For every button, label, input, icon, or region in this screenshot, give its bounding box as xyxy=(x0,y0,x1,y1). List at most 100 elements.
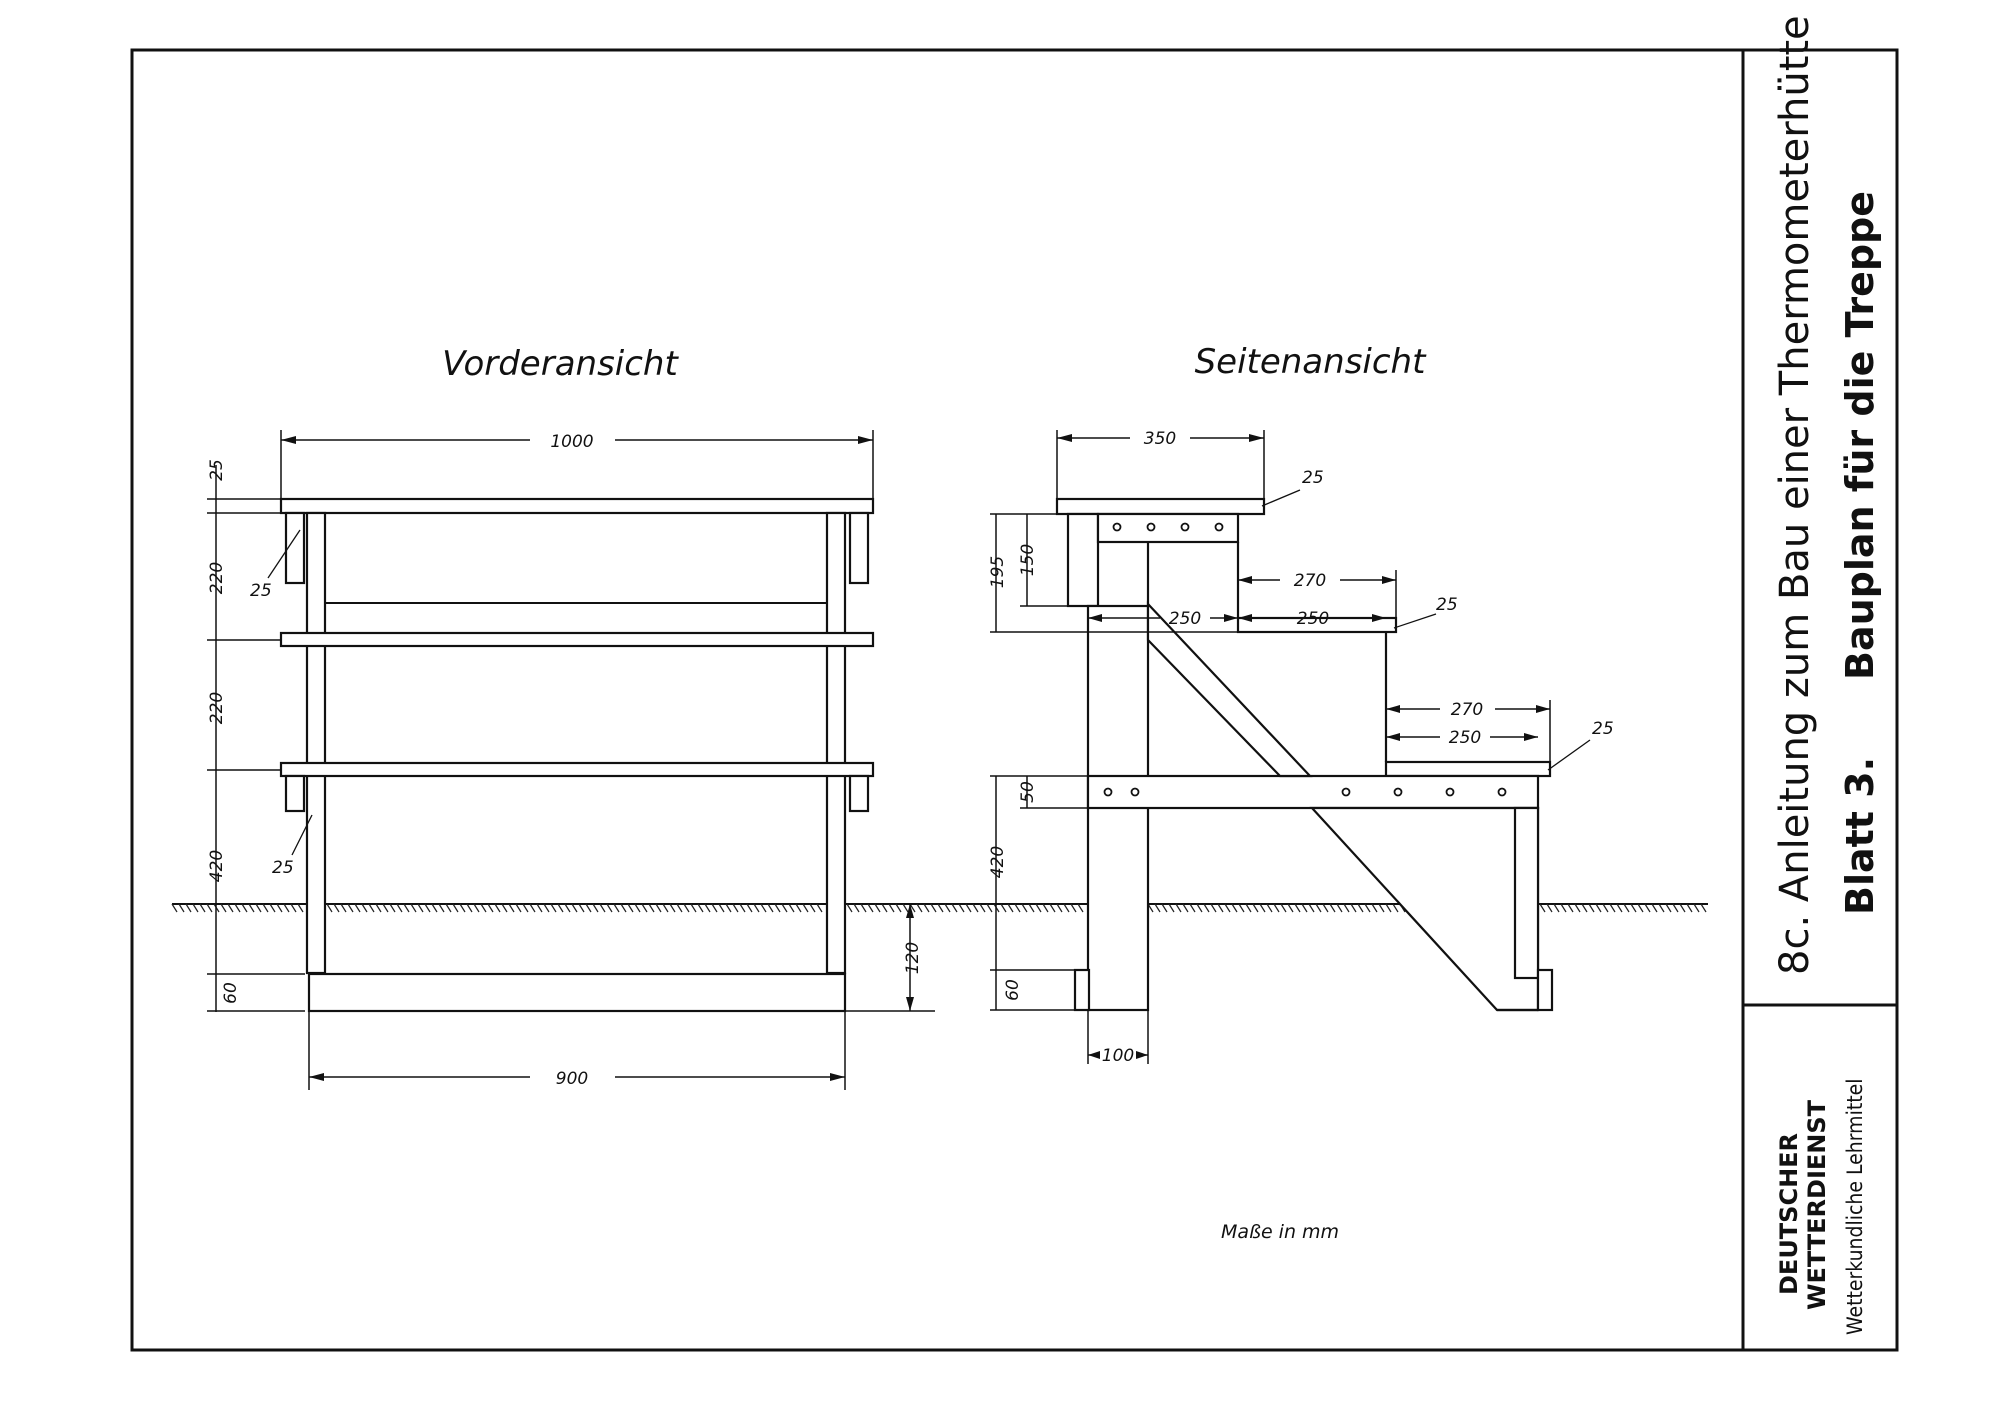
front-shelf-3 xyxy=(279,761,875,778)
dim-side-rise-420: 420 xyxy=(988,846,1008,878)
side-view-drawing xyxy=(1055,497,1554,1012)
ground-hatch-mark xyxy=(1189,903,1196,913)
ground-hatch-mark xyxy=(725,903,732,913)
ground-hatch-mark xyxy=(860,903,867,913)
ground-hatch-mark xyxy=(438,903,445,913)
ground-hatch-mark xyxy=(445,903,452,913)
ground-hatch-mark xyxy=(788,903,795,913)
ground-hatch-mark xyxy=(732,903,739,913)
ground-hatch-mark xyxy=(599,903,606,913)
ground-hatch-mark xyxy=(248,903,255,913)
dim-side-step2-tread: 250 xyxy=(1297,609,1329,629)
publisher-line2: WETTERDIENST xyxy=(1803,1099,1831,1310)
dim-side-step3-tread: 250 xyxy=(1449,728,1481,748)
ground-hatch-mark xyxy=(1252,903,1259,913)
ground-hatch-mark xyxy=(171,903,178,913)
ground-hatch-mark xyxy=(1630,903,1637,913)
ground-hatch-mark xyxy=(536,903,543,913)
sheet-title-line1: 8c. Anleitung zum Bau einer Thermometerh… xyxy=(1772,15,1818,975)
front-bottom-beam xyxy=(307,972,847,1013)
ground-hatch-mark xyxy=(354,903,361,913)
ground-hatch-mark xyxy=(276,903,283,913)
ground-hatch-mark xyxy=(634,903,641,913)
dim-side-beam-height: 50 xyxy=(1018,781,1038,803)
ground-hatch-mark xyxy=(958,903,965,913)
ground-hatch-mark xyxy=(269,903,276,913)
ground-hatch-mark xyxy=(1378,903,1385,913)
ground-hatch-mark xyxy=(1217,903,1224,913)
ground-hatch-mark xyxy=(494,903,501,913)
ground-hatch-mark xyxy=(578,903,585,913)
ground-hatch-mark xyxy=(227,903,234,913)
ground-hatch-mark xyxy=(888,903,895,913)
ground-hatch-mark xyxy=(972,903,979,913)
ground-hatch-mark xyxy=(1280,903,1287,913)
ground-hatch-mark xyxy=(199,903,206,913)
ground-hatch-mark xyxy=(571,903,578,913)
ground-hatch-mark xyxy=(923,903,930,913)
ground-hatch-mark xyxy=(767,903,774,913)
front-left-leg xyxy=(305,511,327,975)
ground-hatch-mark xyxy=(697,903,704,913)
ground-hatch-mark xyxy=(564,903,571,913)
ground-hatch-mark xyxy=(1273,903,1280,913)
ground-hatch-mark xyxy=(916,903,923,913)
ground-hatch-mark xyxy=(1371,903,1378,913)
ground-hatch-mark xyxy=(185,903,192,913)
ground-hatch-mark xyxy=(1672,903,1679,913)
ground-hatch-mark xyxy=(297,903,304,913)
ground-hatch-mark xyxy=(1700,903,1707,913)
ground-hatch-mark xyxy=(368,903,375,913)
ground-hatch-mark xyxy=(501,903,508,913)
ground-hatch-mark xyxy=(711,903,718,913)
dim-side-step3-overall: 270 xyxy=(1451,700,1483,720)
ground-hatch-mark xyxy=(986,903,993,913)
side-view-dimensions: 350 25 195 150 270 250 25 250 xyxy=(988,429,1614,1066)
ground-hatch-mark xyxy=(895,903,902,913)
ground-hatch-mark xyxy=(802,903,809,913)
ground-hatch-mark xyxy=(1210,903,1217,913)
title-block: 8c. Anleitung zum Bau einer Thermometerh… xyxy=(1772,15,1882,1335)
ground-hatch-mark xyxy=(1364,903,1371,913)
dim-front-foot: 60 xyxy=(221,982,241,1004)
ground-hatch-mark xyxy=(1294,903,1301,913)
ground-hatch-mark xyxy=(1259,903,1266,913)
ground-hatch-mark xyxy=(1245,903,1252,913)
ground-hatch-mark xyxy=(1168,903,1175,913)
ground-hatch-mark xyxy=(1070,903,1077,913)
ground-hatch-mark xyxy=(255,903,262,913)
ground-hatch-mark xyxy=(262,903,269,913)
ground-hatch-mark xyxy=(846,903,853,913)
ground-hatch-mark xyxy=(192,903,199,913)
ground-hatch-mark xyxy=(867,903,874,913)
ground-hatch-mark xyxy=(1175,903,1182,913)
ground-hatch-mark xyxy=(627,903,634,913)
side-lower-beam xyxy=(1086,774,1540,810)
ground-hatch-mark xyxy=(417,903,424,913)
ground-hatch-mark xyxy=(1651,903,1658,913)
ground-hatch-mark xyxy=(1154,903,1161,913)
dim-front-top-thickness: 25 xyxy=(207,459,227,481)
ground-hatch-mark xyxy=(853,903,860,913)
ground-hatch-mark xyxy=(431,903,438,913)
ground-hatch-mark xyxy=(655,903,662,913)
ground-hatch-mark xyxy=(466,903,473,913)
ground-hatch-mark xyxy=(557,903,564,913)
side-step-2 xyxy=(1236,616,1398,634)
ground-hatch-mark xyxy=(1021,903,1028,913)
ground-hatch-mark xyxy=(1392,903,1399,913)
front-top-board xyxy=(279,497,875,515)
ground-hatch-mark xyxy=(241,903,248,913)
units-note: Maße in mm xyxy=(1221,1221,1339,1243)
dim-front-rise-3: 420 xyxy=(207,850,227,882)
ground-hatch-mark xyxy=(1063,903,1070,913)
ground-hatch-mark xyxy=(550,903,557,913)
ground-hatch-mark xyxy=(1560,903,1567,913)
sheet-frame xyxy=(130,48,1899,1352)
ground-hatch-mark xyxy=(1042,903,1049,913)
ground-hatch-mark xyxy=(459,903,466,913)
sheet-title-line2a: Blatt 3. xyxy=(1838,757,1882,915)
publisher-line1: DEUTSCHER xyxy=(1775,1133,1803,1295)
ground-hatch-mark xyxy=(389,903,396,913)
ground-hatch-mark xyxy=(1602,903,1609,913)
